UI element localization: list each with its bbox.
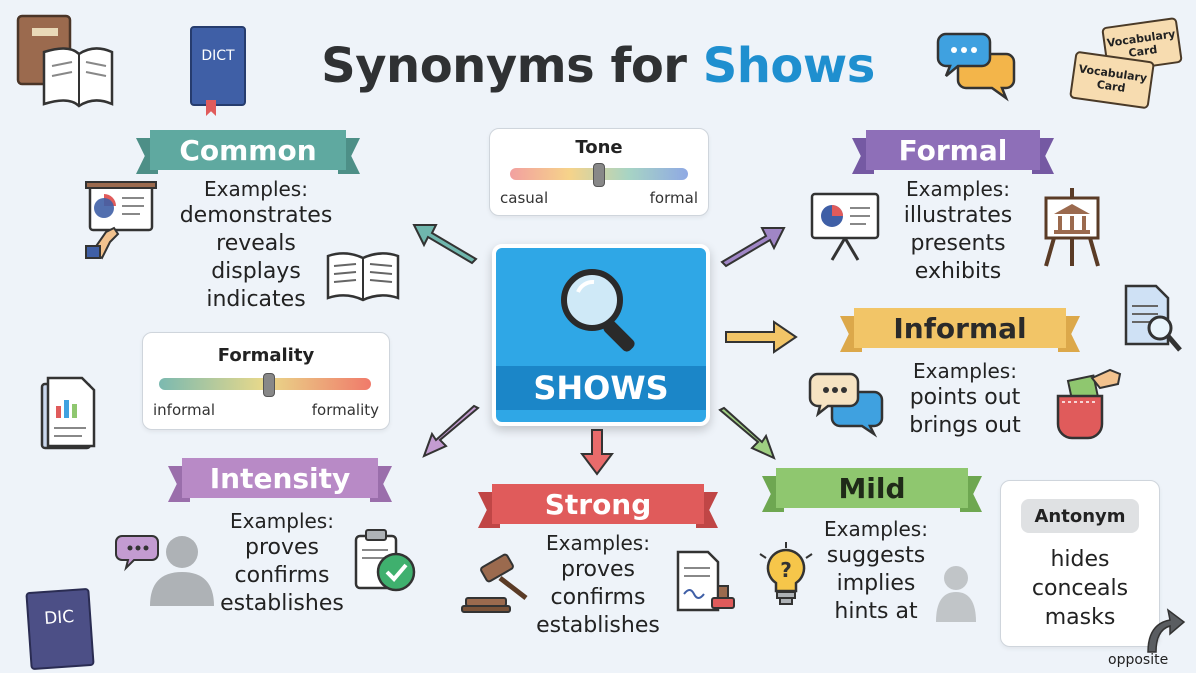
antonym-word: hides [1050,547,1110,572]
example-word: hints at [834,599,918,624]
arrow-to-intensity [422,404,480,458]
examples-label: Examples: [824,517,928,541]
presentation-board-icon [85,181,157,260]
clipboard-check-icon [354,529,416,592]
example-word: points out [909,385,1021,410]
antonym-word: conceals [1031,576,1129,601]
examples-label: Examples: [906,177,1010,201]
antonym-word: masks [1044,605,1116,630]
common-examples: Examples: demonstrates reveals displays … [150,176,362,314]
formal-label: Formal [866,130,1040,170]
pocket-money-icon [1056,368,1122,440]
curved-arrow-icon [1147,608,1186,653]
person-speech-icon [115,535,214,606]
examples-label: Examples: [913,359,1017,383]
antonym-card: Antonym hides conceals masks [1000,480,1160,647]
examples-label: Examples: [546,531,650,555]
gavel-icon [461,553,528,613]
example-word: confirms [550,585,646,610]
example-word: presents [910,231,1006,256]
example-word: confirms [234,563,330,588]
page-title: Synonyms for Shows [0,38,1196,94]
example-word: suggests [826,543,926,568]
tone-scale-title: Tone [575,137,623,158]
center-label: SHOWS [496,366,706,410]
example-word: proves [560,557,635,582]
intensity-label: Intensity [182,458,378,498]
tone-scale-knob [593,163,605,187]
example-word: proves [244,535,319,560]
center-term-box: SHOWS [492,244,710,426]
common-banner: Common [136,130,360,174]
vocabulary-card-icon: Vocabulary Card [1069,50,1155,110]
informal-banner: Informal [840,308,1080,352]
person-silhouette-icon [936,566,976,622]
formality-scale-title: Formality [217,345,315,366]
title-highlight: Shows [702,38,876,94]
example-word: demonstrates [179,203,333,228]
common-label: Common [150,130,346,170]
dict-label: DICT [201,48,235,64]
example-word: exhibits [914,259,1002,284]
intensity-examples: Examples: proves confirms establishes [196,508,368,618]
examples-label: Examples: [230,509,334,533]
arrow-to-common [412,224,478,265]
lightbulb-question-icon: ? [759,542,813,605]
example-word: reveals [216,231,296,256]
museum-easel-icon [1044,188,1100,267]
mild-banner: Mild [762,468,982,512]
mild-examples: Examples: suggests implies hints at [806,516,946,626]
example-word: displays [211,259,301,284]
formal-banner: Formal [852,130,1054,174]
chat-bubbles-icon [936,32,1016,102]
arrow-to-formal [720,227,786,268]
examples-label: Examples: [204,177,308,201]
strong-banner: Strong [478,484,718,528]
formality-scale-card: Formality informal formality [142,332,390,430]
formal-examples: Examples: illustrates presents exhibits [870,176,1046,286]
strong-label: Strong [492,484,704,524]
example-word: implies [836,571,916,596]
antonym-words: hides conceals masks [1001,545,1159,632]
svg-text:?: ? [780,558,792,582]
example-word: establishes [220,591,344,616]
example-word: indicates [206,287,306,312]
formality-scale-knob [263,373,275,397]
example-word: illustrates [903,203,1013,228]
opposite-note: opposite [1108,652,1169,668]
magnifying-glass-icon [561,269,635,352]
example-word: brings out [909,413,1021,438]
intensity-banner: Intensity [168,458,392,502]
strong-examples: Examples: proves confirms establishes [514,530,682,640]
arrow-to-mild [718,406,776,460]
tone-scale-left-label: casual [500,189,549,207]
title-prefix: Synonyms for [321,38,687,94]
chat-bubbles-icon [808,372,884,438]
mild-label: Mild [776,468,968,508]
easel-chart-icon [810,192,880,261]
informal-label: Informal [854,308,1066,348]
report-document-icon [40,376,96,450]
arrow-to-strong [580,429,614,476]
tone-scale-right-label: formal [649,189,698,207]
dict-book-icon: DIC [25,587,95,671]
formality-scale-left-label: informal [153,401,216,419]
document-search-icon [1124,284,1182,352]
tone-scale-card: Tone casual formal [489,128,709,216]
arrow-to-informal [725,320,798,354]
antonym-tag: Antonym [1021,499,1139,533]
dict-book-icon: DICT [190,26,246,116]
open-book-icon [326,252,400,302]
dict-label: DIC [43,607,75,630]
books-icon [16,14,114,108]
stamped-document-icon [676,550,735,612]
formality-scale-right-label: formality [311,401,379,419]
example-word: establishes [536,613,660,638]
informal-examples: Examples: points out brings out [880,358,1050,440]
